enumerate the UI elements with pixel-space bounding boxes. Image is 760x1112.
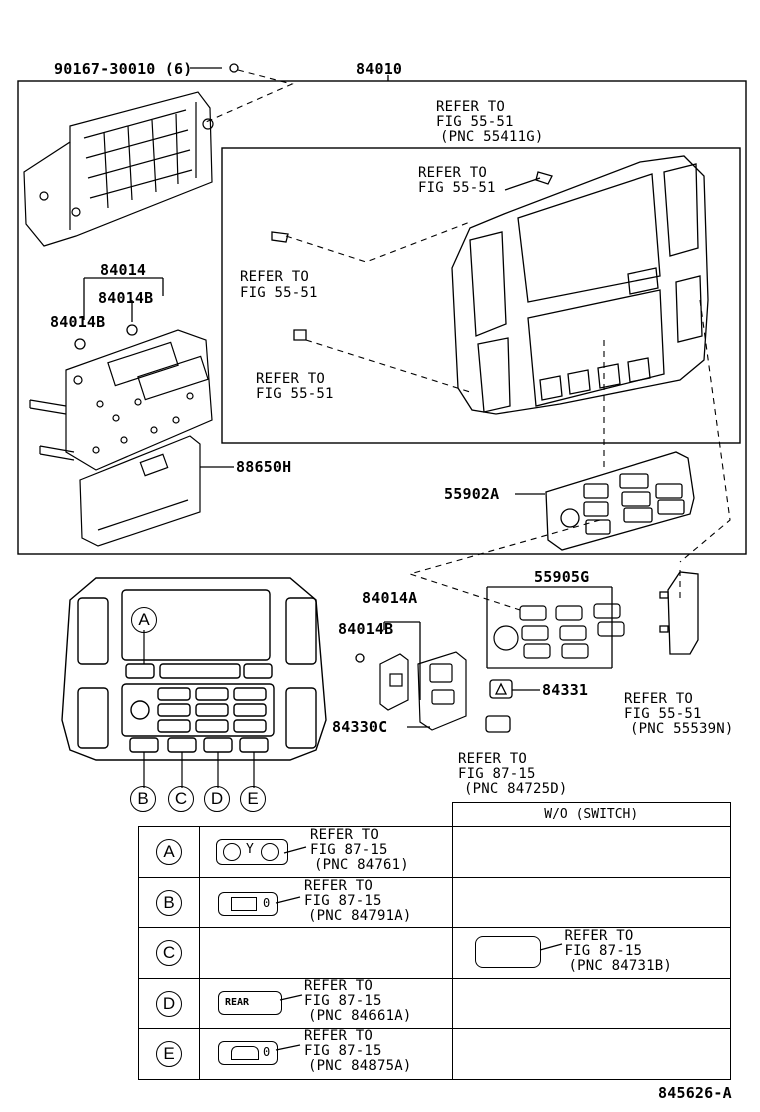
ref-br-line3: (PNC 84725D) bbox=[464, 781, 568, 797]
row-key-b: B bbox=[156, 889, 182, 916]
row-d-line1: REFER TO bbox=[304, 977, 374, 994]
knob-and-buttons-part bbox=[493, 603, 625, 659]
row-e-line2: FIG 87-15 bbox=[304, 1043, 382, 1060]
part-55902a-label: 55902A bbox=[444, 485, 500, 503]
part-84331-label: 84331 bbox=[542, 681, 589, 699]
side-cover-part bbox=[659, 571, 699, 655]
ref-br-line1: REFER TO bbox=[458, 751, 528, 767]
switch-variant-table: W/O (SWITCH) A Y REFER TO FIG 87-15 (PNC… bbox=[138, 801, 731, 1080]
row-c-line2: FIG 87-15 bbox=[564, 943, 643, 960]
ref-top-line2: FIG 55-51 bbox=[436, 114, 514, 130]
switch-84331-part bbox=[489, 679, 513, 699]
table-row: E 0 REFER TO FIG 87-15 (PNC 84875A) bbox=[138, 1028, 731, 1080]
clip-icon bbox=[535, 171, 553, 185]
ref-left-b-line1: REFER TO bbox=[256, 371, 326, 387]
part-84330c-label: 84330C bbox=[332, 718, 388, 736]
row-d-line2: FIG 87-15 bbox=[304, 992, 382, 1009]
ref-right-line2: FIG 55-51 bbox=[624, 706, 702, 722]
part-84014-label: 84014 bbox=[100, 261, 147, 279]
seat-heater-switch-icon: Y bbox=[216, 839, 288, 866]
control-board-part bbox=[29, 329, 213, 471]
table-header-wo-switch: W/O (SWITCH) bbox=[451, 801, 731, 828]
center-bezel-part bbox=[451, 155, 709, 415]
clip-icon bbox=[355, 653, 365, 663]
screw-icon bbox=[229, 63, 239, 73]
part-88650h-label: 88650H bbox=[236, 458, 292, 476]
assembly-box-84010 bbox=[17, 80, 747, 555]
part-84014a-label: 84014A bbox=[362, 589, 418, 607]
switch-assembly-part bbox=[379, 651, 467, 731]
ref-top-line3: (PNC 55411G) bbox=[440, 129, 544, 145]
table-row: D REAR REFER TO FIG 87-15 (PNC 84661A) bbox=[138, 977, 731, 1030]
clip-icon bbox=[271, 231, 289, 243]
part-55905g-label: 55905G bbox=[534, 568, 590, 586]
rear-switch-text: REAR bbox=[225, 996, 250, 1008]
part-84014b-label: 84014B bbox=[98, 289, 154, 307]
row-key-a: A bbox=[156, 839, 182, 866]
row-d-line3: (PNC 84661A) bbox=[308, 1007, 412, 1024]
row-key-d: D bbox=[156, 990, 182, 1017]
triangle-icon bbox=[494, 682, 508, 695]
clip-icon bbox=[74, 338, 86, 350]
row-key-e: E bbox=[156, 1041, 182, 1068]
ref-mid-line2: FIG 55-51 bbox=[418, 180, 496, 196]
ref-left-a-line1: REFER TO bbox=[240, 269, 310, 285]
control-unit-part bbox=[79, 435, 201, 547]
ref-top-line1: REFER TO bbox=[436, 99, 506, 115]
row-b-line3: (PNC 84791A) bbox=[308, 907, 412, 924]
row-key-c: C bbox=[156, 940, 182, 967]
row-b-line2: FIG 87-15 bbox=[304, 892, 382, 909]
callout-a: A bbox=[131, 607, 157, 633]
ref-mid-line1: REFER TO bbox=[418, 165, 488, 181]
assembly-label: 84010 bbox=[356, 60, 403, 78]
reference-box-55411g bbox=[221, 147, 741, 444]
switch-84725d-part bbox=[485, 715, 511, 733]
clip-icon bbox=[126, 324, 138, 336]
row-c-line3: (PNC 84731B) bbox=[568, 958, 673, 975]
row-e-line1: REFER TO bbox=[304, 1028, 374, 1045]
defroster-switch-icon: 0 bbox=[218, 1041, 278, 1066]
ref-right-line1: REFER TO bbox=[624, 691, 694, 707]
row-a-line1: REFER TO bbox=[310, 827, 380, 844]
heater-control-panel-part bbox=[545, 451, 695, 551]
row-c-line1: REFER TO bbox=[564, 928, 634, 945]
part-84014b-label: 84014B bbox=[50, 313, 106, 331]
row-e-line3: (PNC 84875A) bbox=[308, 1058, 412, 1075]
bracket-part bbox=[23, 91, 214, 247]
clip-icon bbox=[293, 329, 307, 341]
table-row: A Y REFER TO FIG 87-15 (PNC 84761) bbox=[138, 826, 731, 878]
diagram-code: 845626-A bbox=[658, 1084, 732, 1102]
row-a-line3: (PNC 84761) bbox=[314, 857, 409, 874]
row-a-line2: FIG 87-15 bbox=[310, 842, 388, 859]
center-bezel-detail bbox=[61, 577, 327, 761]
blank-switch-icon bbox=[474, 936, 541, 969]
ref-right-line3: (PNC 55539N) bbox=[630, 721, 734, 737]
table-row: B 0 REFER TO FIG 87-15 (PNC 84791A) bbox=[138, 876, 731, 929]
ref-br-line2: FIG 87-15 bbox=[458, 766, 536, 782]
ref-left-a-line2: FIG 55-51 bbox=[240, 285, 318, 301]
ref-left-b-line2: FIG 55-51 bbox=[256, 386, 334, 402]
table-row: C REFER TO FIG 87-15 (PNC 84731B) bbox=[138, 927, 731, 979]
fastener-label: 90167-30010 (6) bbox=[54, 60, 193, 78]
part-84014b-label: 84014B bbox=[338, 620, 394, 638]
rear-defogger-switch-icon: 0 bbox=[218, 891, 278, 916]
row-b-line1: REFER TO bbox=[304, 877, 374, 894]
rear-switch-icon: REAR bbox=[218, 990, 282, 1015]
